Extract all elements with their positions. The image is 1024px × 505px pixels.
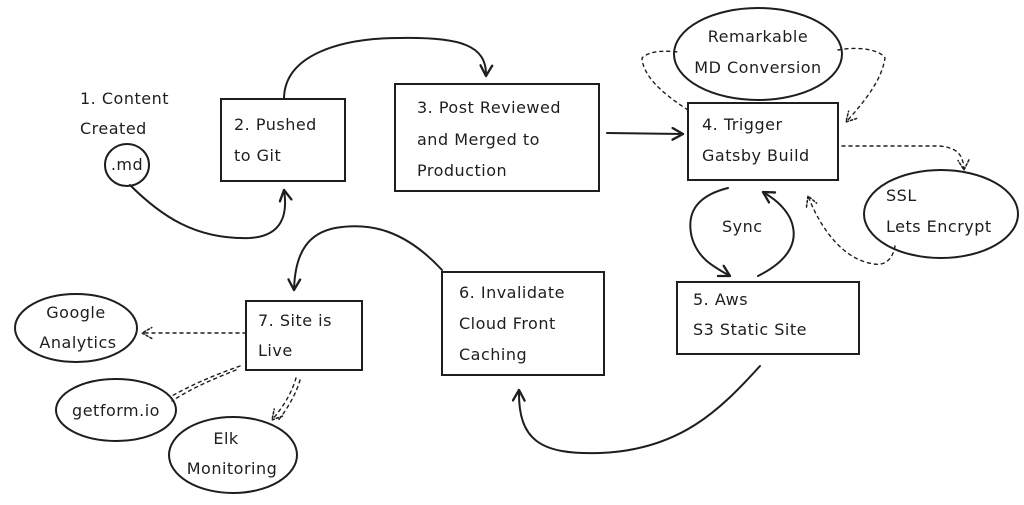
node-ssl: SSL Lets Encrypt — [863, 169, 1019, 259]
dotted-live-to-getform-2 — [171, 369, 237, 402]
content-created-line2: Created — [80, 119, 147, 138]
remarkable-line1: Remarkable — [708, 27, 808, 46]
aws-line1: 5. Aws — [693, 290, 748, 309]
node-google-analytics: Google Analytics — [14, 293, 138, 363]
node-trigger-gatsby-build: 4. Trigger Gatsby Build — [687, 102, 839, 181]
invalidate-line2: Cloud Front — [459, 314, 556, 333]
reviewed-line1: 3. Post Reviewed — [417, 98, 561, 117]
node-post-reviewed: 3. Post Reviewed and Merged to Productio… — [394, 83, 600, 192]
dotted-live-to-elk-2 — [276, 379, 301, 423]
dotted-ssl-to-trigger — [808, 196, 896, 265]
pushed-line2: to Git — [234, 146, 281, 165]
sync-label: Sync — [722, 217, 763, 236]
arrow-git-to-review — [283, 36, 494, 99]
invalidate-line1: 6. Invalidate — [459, 283, 565, 302]
dotted-trigger-to-ssl — [841, 145, 964, 170]
elk-line2: Monitoring — [187, 459, 278, 478]
ssl-line2: Lets Encrypt — [886, 217, 992, 236]
node-elk-monitoring: Elk Monitoring — [168, 416, 298, 494]
arrow-s3-to-invalidate — [511, 365, 761, 455]
pushed-line1: 2. Pushed — [234, 115, 317, 134]
node-site-is-live: 7. Site is Live — [245, 300, 363, 371]
dotted-live-to-elk — [272, 377, 297, 420]
arrow-review-to-trigger — [606, 126, 685, 141]
live-line2: Live — [258, 341, 293, 360]
dotted-remarkable-left — [641, 50, 689, 111]
node-pushed-to-git: 2. Pushed to Git — [220, 98, 346, 182]
node-remarkable: Remarkable MD Conversion — [673, 7, 843, 101]
google-line1: Google — [46, 303, 105, 322]
aws-line2: S3 Static Site — [693, 320, 807, 339]
remarkable-line2: MD Conversion — [694, 58, 821, 77]
dotted-remarkable-right — [838, 47, 886, 122]
md-file-label: .md — [111, 155, 143, 174]
ssl-line1: SSL — [886, 186, 917, 205]
arrow-trigger-to-s3 — [689, 187, 732, 278]
trigger-line2: Gatsby Build — [702, 146, 810, 165]
trigger-line1: 4. Trigger — [702, 115, 783, 134]
arrow-invalidate-to-live — [287, 225, 443, 292]
node-invalidate-cloudfront: 6. Invalidate Cloud Front Caching — [441, 271, 605, 376]
dotted-live-to-getform — [169, 365, 241, 398]
reviewed-line2: and Merged to — [417, 130, 540, 149]
google-line2: Analytics — [39, 333, 116, 352]
live-line1: 7. Site is — [258, 311, 332, 330]
content-created-line1: 1. Content — [80, 89, 169, 108]
node-aws-s3: 5. Aws S3 Static Site — [676, 281, 860, 355]
node-getform: getform.io — [55, 378, 177, 442]
invalidate-line3: Caching — [459, 345, 527, 364]
node-content-created: 1. Content Created — [80, 89, 169, 138]
node-md-file: .md — [104, 143, 150, 187]
getform-label: getform.io — [72, 401, 160, 420]
elk-line1: Elk — [213, 429, 239, 448]
arrow-s3-to-trigger — [757, 190, 795, 277]
reviewed-line3: Production — [417, 161, 507, 180]
arrow-md-to-git — [129, 184, 293, 240]
